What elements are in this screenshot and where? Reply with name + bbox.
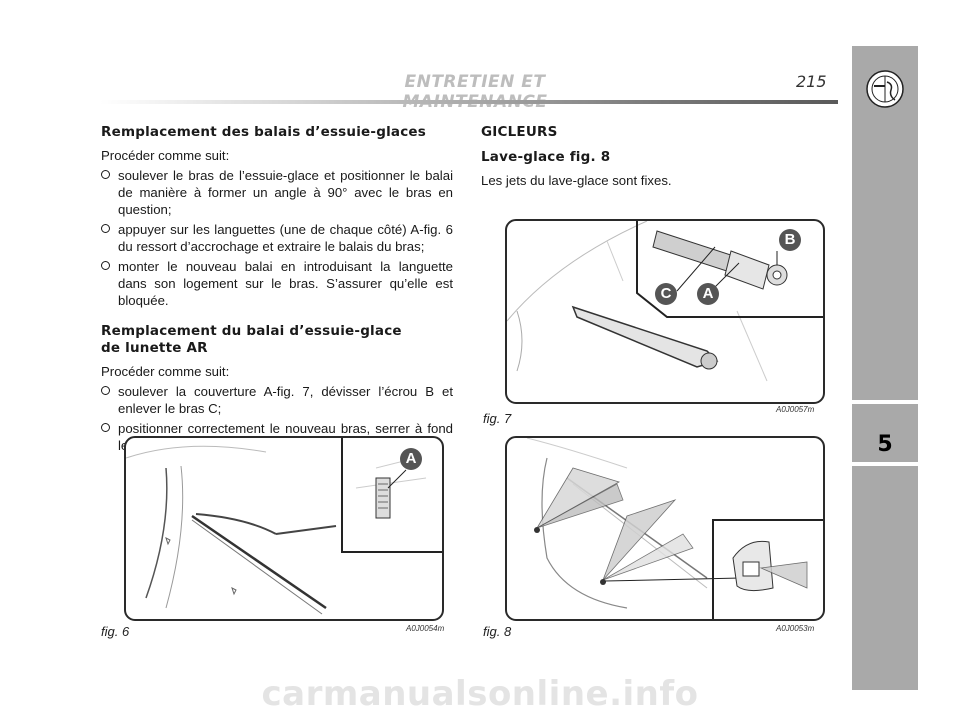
callout-label-b: B bbox=[779, 229, 801, 251]
section-text: Les jets du lave-glace sont fixes. bbox=[481, 173, 672, 188]
callout-label-a: A bbox=[400, 448, 422, 470]
page-number: 215 bbox=[796, 72, 827, 91]
figure-7-caption: fig. 7 bbox=[483, 411, 512, 426]
figure-7-code: A0J0057m bbox=[776, 405, 815, 414]
callout-label-a: A bbox=[697, 283, 719, 305]
page-header-title: ENTRETIEN ET MAINTENANCE bbox=[402, 72, 547, 112]
figure-7-illustration: B C A bbox=[505, 219, 825, 404]
list-item: monter le nouveau balai en introduisant … bbox=[101, 258, 453, 309]
section-title-rear-wiper: Remplacement du balai d’essuie-glace bbox=[101, 323, 402, 339]
header-rule bbox=[100, 100, 838, 104]
chapter-side-band bbox=[852, 46, 918, 690]
figure-6-caption: fig. 6 bbox=[101, 624, 130, 639]
watermark: carmanualsonline.info bbox=[261, 674, 699, 714]
figure-8-code: A0J0053m bbox=[776, 624, 815, 633]
list-item: appuyer sur les languettes (une de chaqu… bbox=[101, 221, 453, 255]
band-separator bbox=[852, 462, 918, 466]
list-item: soulever le bras de l’essuie-glace et po… bbox=[101, 167, 453, 218]
figure-6-illustration: A bbox=[124, 436, 444, 621]
brand-logo-icon bbox=[866, 70, 904, 108]
list-item: soulever la couverture A-fig. 7, dévisse… bbox=[101, 383, 453, 417]
figure-8-illustration bbox=[505, 436, 825, 621]
right-column: GICLEURS Lave-glace fig. 8 Les jets du l… bbox=[481, 124, 831, 192]
band-separator bbox=[852, 400, 918, 404]
left-column: Remplacement des balais d’essuie-glaces … bbox=[101, 124, 453, 464]
figure-8-caption: fig. 8 bbox=[483, 624, 512, 639]
section-title-wiper-blades: Remplacement des balais d’essuie-glaces bbox=[101, 124, 427, 140]
chapter-number: 5 bbox=[877, 432, 893, 457]
wiper-steps-list: soulever le bras de l’essuie-glace et po… bbox=[101, 167, 453, 309]
callout-label-c: C bbox=[655, 283, 677, 305]
section-intro: Procéder comme suit: bbox=[101, 364, 230, 379]
section-title-rear-wiper-line2: de lunette AR bbox=[101, 340, 208, 356]
figure-6-code: A0J0054m bbox=[406, 624, 445, 633]
section-subtitle-washer: Lave-glace fig. 8 bbox=[481, 149, 611, 165]
section-title-nozzles: GICLEURS bbox=[481, 124, 558, 140]
section-intro: Procéder comme suit: bbox=[101, 148, 230, 163]
